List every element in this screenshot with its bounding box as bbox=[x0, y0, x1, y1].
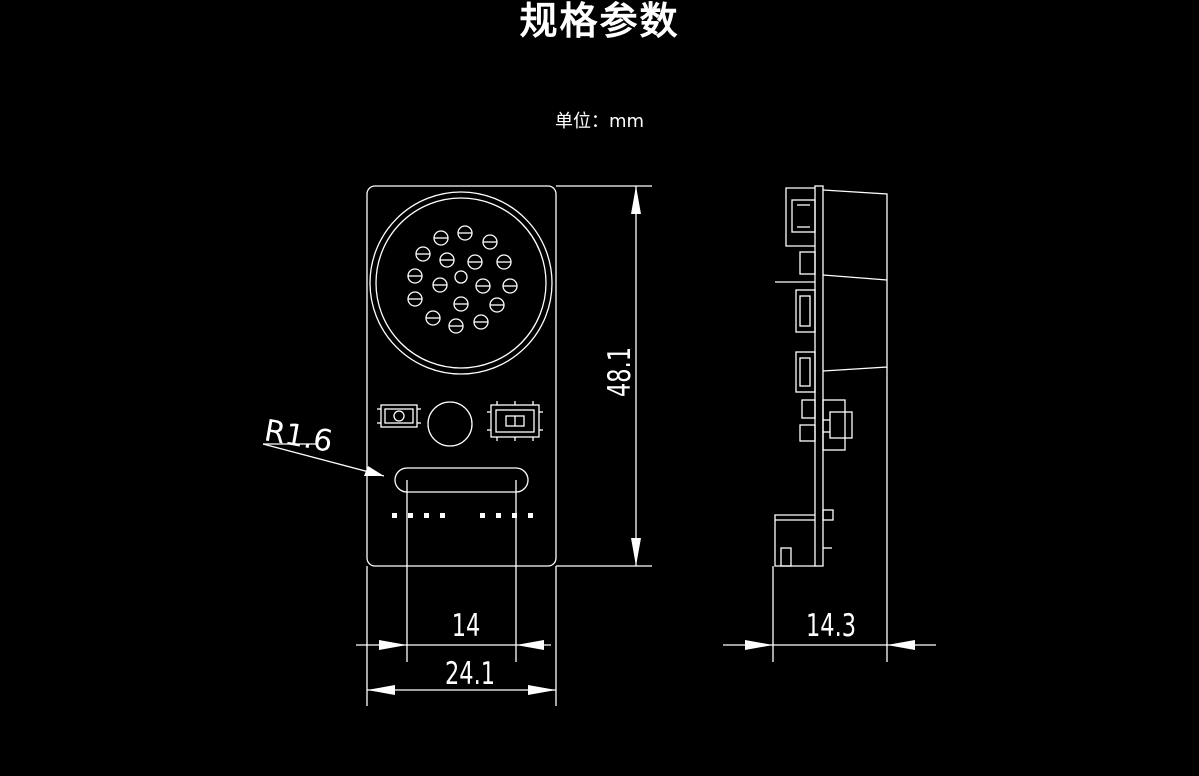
slot-width-dimension: 14 bbox=[356, 480, 551, 662]
push-button bbox=[377, 404, 421, 428]
microphone bbox=[427, 401, 473, 447]
side-components bbox=[774, 187, 853, 567]
speaker-body bbox=[822, 189, 888, 372]
front-view bbox=[366, 185, 557, 567]
width-label: 24.1 bbox=[445, 656, 495, 692]
speaker bbox=[369, 191, 553, 375]
pin-row bbox=[392, 513, 533, 518]
depth-dimension: 14.3 bbox=[723, 367, 936, 662]
pcb-edge bbox=[814, 185, 824, 567]
width-dimension: 24.1 bbox=[366, 566, 557, 706]
height-label: 48.1 bbox=[602, 347, 638, 397]
depth-label: 14.3 bbox=[806, 608, 856, 644]
slot-width-label: 14 bbox=[452, 608, 481, 644]
page-title: 规格参数 bbox=[519, 0, 680, 43]
speaker-holes bbox=[407, 225, 518, 334]
height-dimension: 48.1 bbox=[556, 185, 652, 567]
unit-label: 单位：mm bbox=[554, 111, 645, 132]
side-view bbox=[774, 185, 888, 567]
radius-callout: R1.6 bbox=[262, 413, 385, 477]
radius-label: R1.6 bbox=[262, 413, 336, 459]
board-outline bbox=[366, 185, 557, 567]
slide-switch bbox=[487, 401, 543, 441]
mounting-slot bbox=[394, 467, 529, 493]
